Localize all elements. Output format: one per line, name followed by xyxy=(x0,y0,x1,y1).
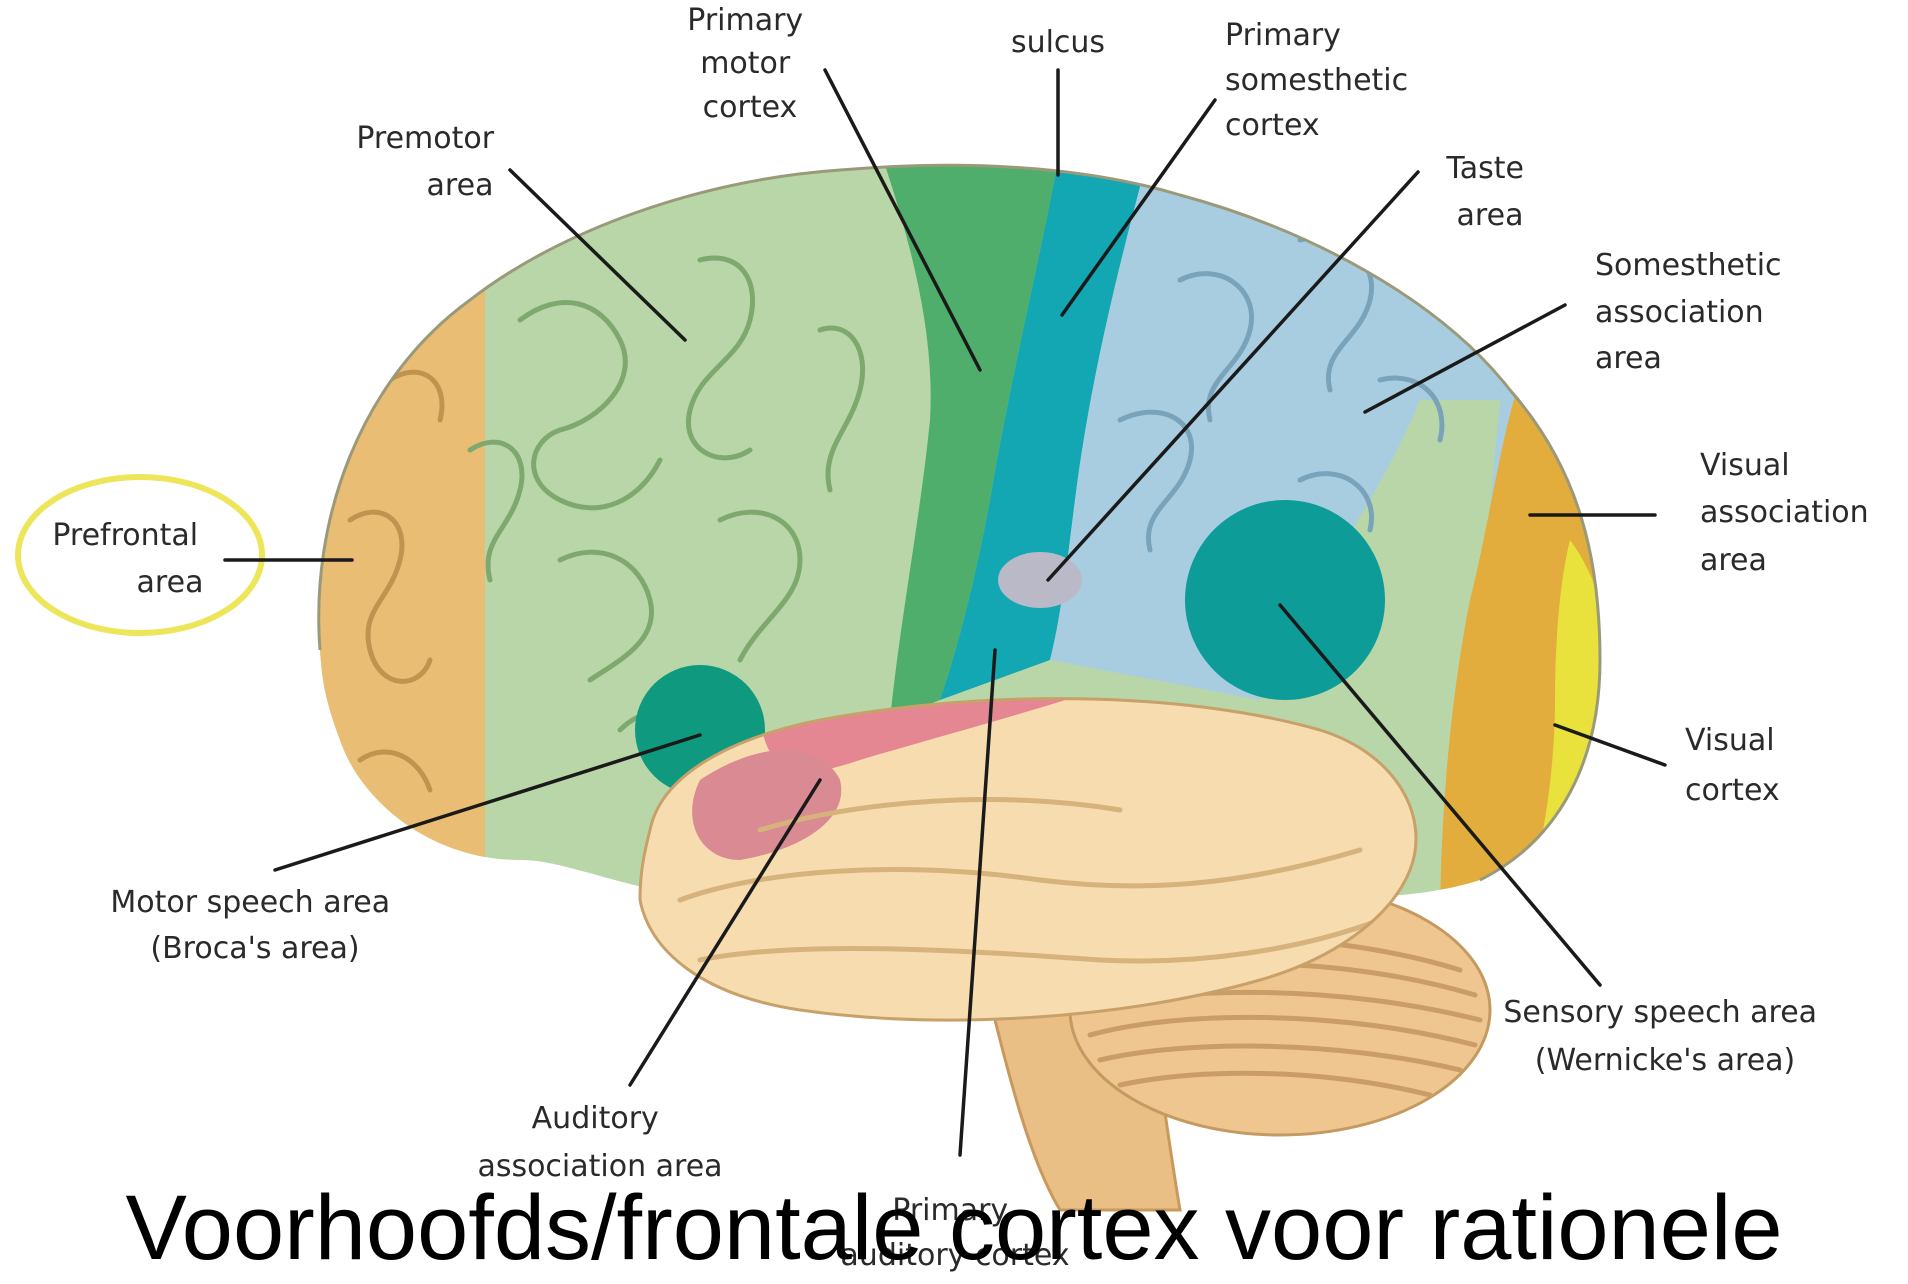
label-visual-cortex: Visual cortex xyxy=(1685,723,1784,808)
label-sulcus: sulcus xyxy=(1011,25,1105,60)
label-primary-somesthetic-cortex: Primary somesthetic cortex xyxy=(1225,18,1418,143)
region-wernicke xyxy=(1185,500,1385,700)
label-visual-association-area: Visual association area xyxy=(1700,448,1878,578)
highlight-ellipse xyxy=(18,477,262,633)
label-motor-speech-area: Motor speech area (Broca's area) xyxy=(110,885,399,966)
caption: Voorhoofds/frontale cortex voor rationel… xyxy=(0,1178,1908,1278)
label-primary-motor-cortex: Primary motor cortex xyxy=(687,3,812,125)
label-sensory-speech-area: Sensory speech area (Wernicke's area) xyxy=(1503,995,1826,1078)
label-auditory-association-area: Auditory association area xyxy=(477,1101,722,1184)
label-prefrontal-area: Prefrontal area xyxy=(52,518,207,600)
region-taste xyxy=(998,552,1082,608)
label-premotor-area: Premotor area xyxy=(356,121,503,203)
label-taste-area: Taste area xyxy=(1445,151,1533,233)
label-somesthetic-association-area: Somesthetic association area xyxy=(1595,248,1791,376)
